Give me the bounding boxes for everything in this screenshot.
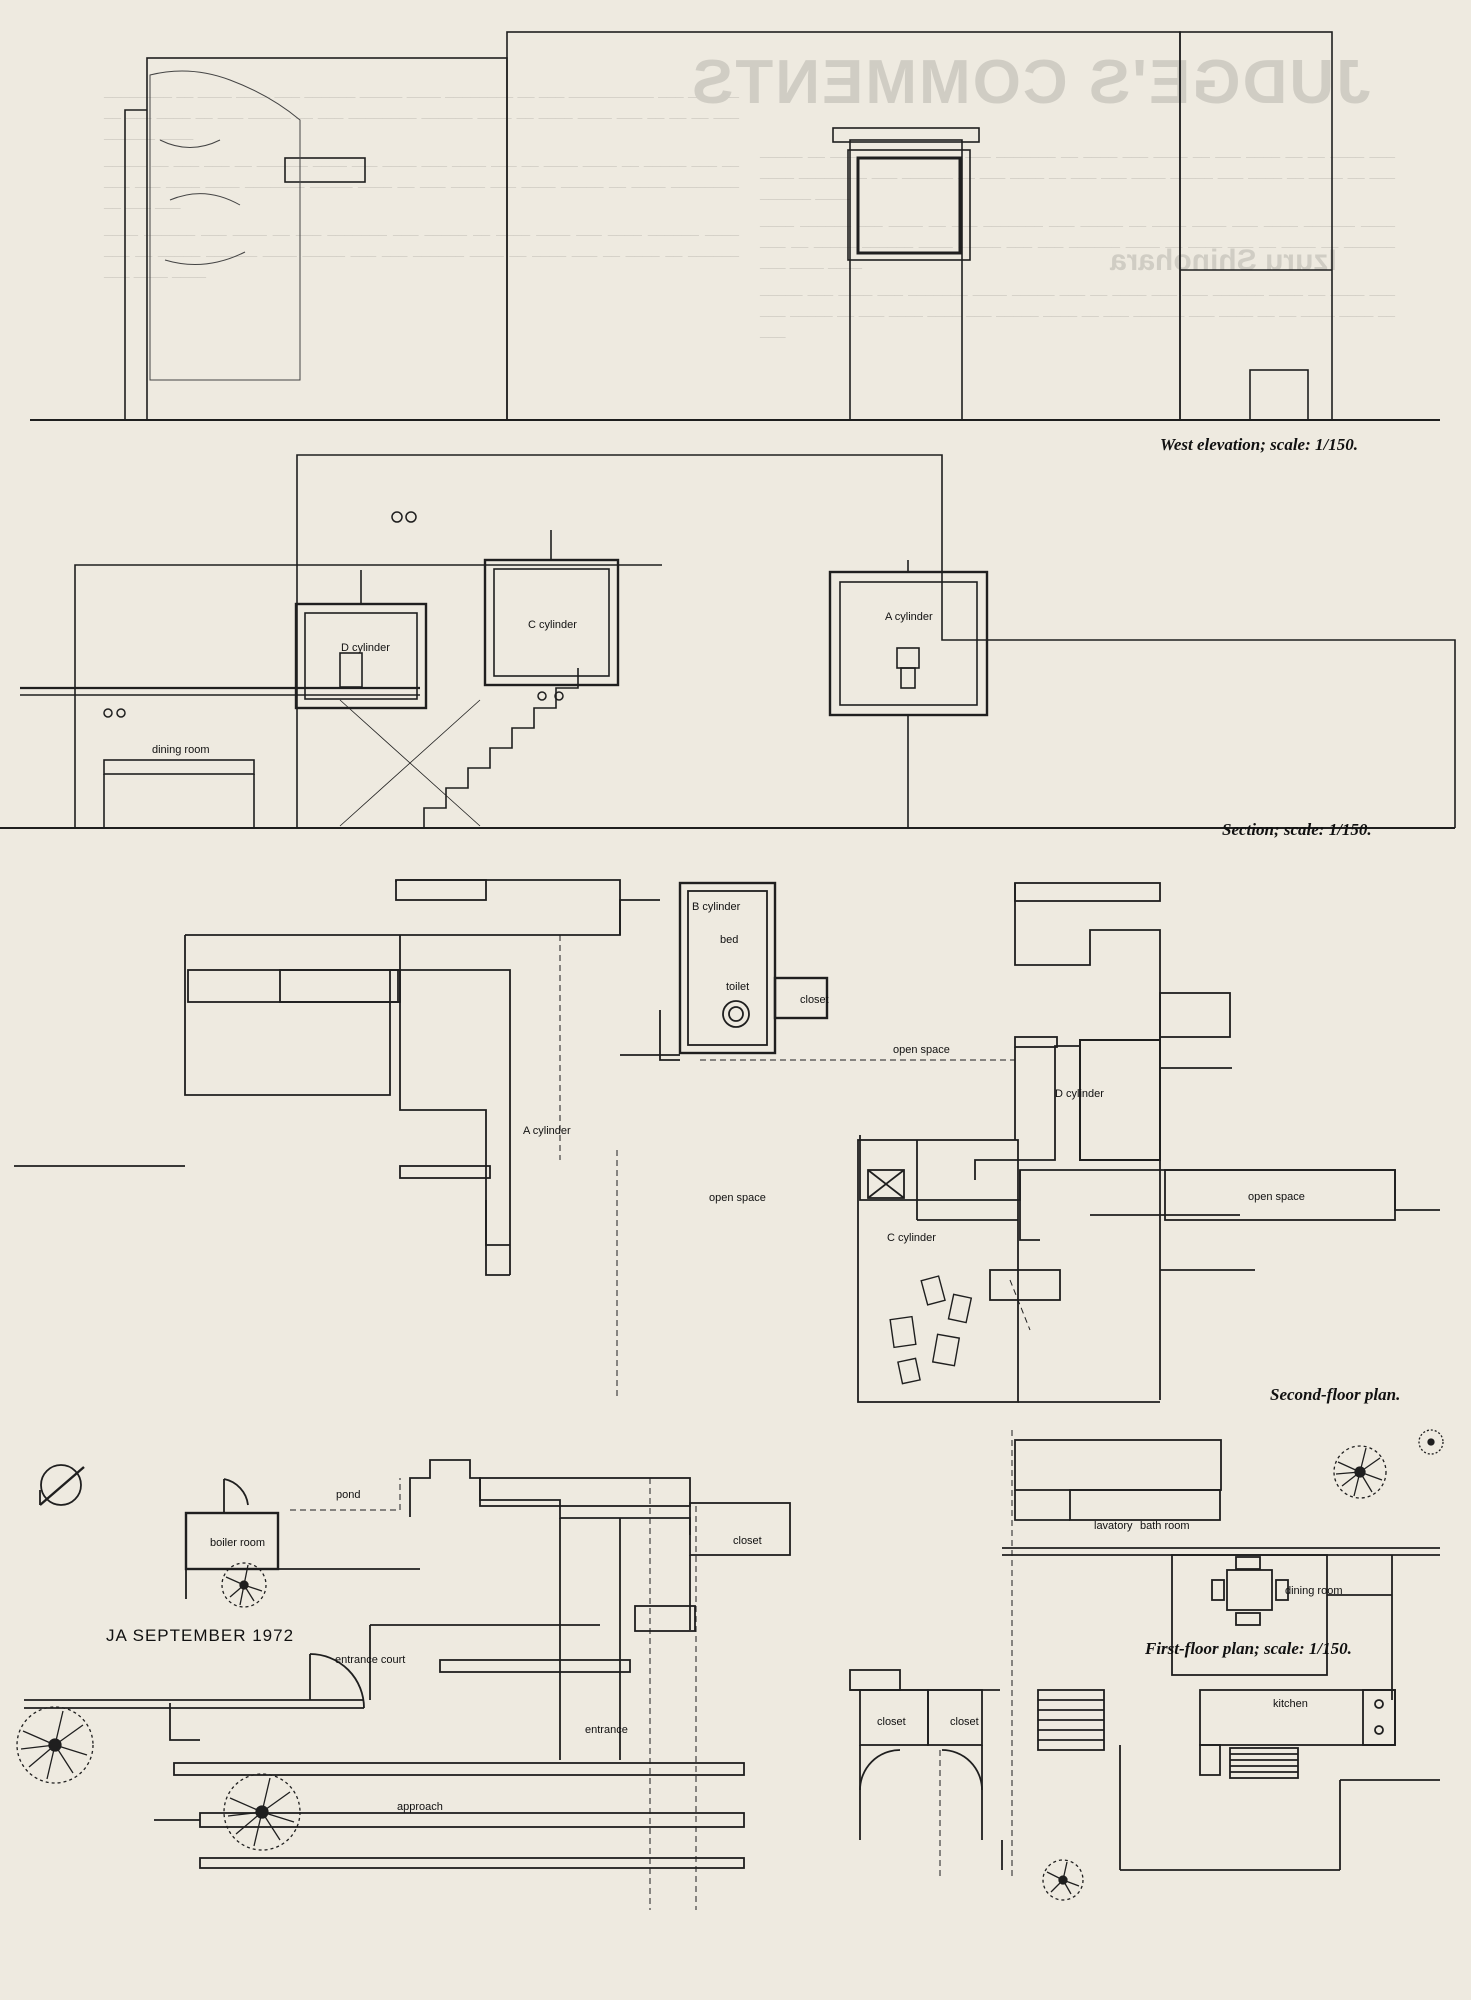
first-floor-plan-drawing [24, 1439, 1440, 1871]
second-floor-dashed-lines [559, 935, 1031, 1400]
caption-first-floor-plan: First-floor plan; scale: 1/150. [1145, 1639, 1352, 1658]
tree-symbols [16, 1429, 1444, 1901]
tree-symbol-1 [1333, 1445, 1387, 1499]
second-floor-label-bed: bed [720, 934, 738, 946]
first-floor-label-entrance: entrance [585, 1724, 628, 1736]
west-elevation-trees [149, 70, 301, 381]
first-floor-label-bath-room: bath room [1140, 1520, 1190, 1532]
first-floor-label-entrance-court: entrance court [335, 1654, 405, 1666]
tree-symbol-5 [223, 1773, 301, 1851]
tree-symbol-2 [1418, 1429, 1444, 1455]
second-floor-label-open-space-3: open space [1248, 1191, 1305, 1203]
first-floor-label-dining-room: dining room [1285, 1585, 1342, 1597]
caption-section: Section; scale: 1/150. [1222, 820, 1372, 839]
second-floor-label-d-cylinder: D cylinder [1055, 1088, 1104, 1100]
first-floor-label-lavatory: lavatory [1094, 1520, 1133, 1532]
section-label-c-cylinder: C cylinder [528, 619, 577, 631]
second-floor-label-open-space-2: open space [709, 1192, 766, 1204]
first-floor-label-closet-3: closet [950, 1716, 979, 1728]
section-fixtures [103, 511, 564, 718]
second-floor-plan-drawing [14, 879, 1440, 1403]
second-floor-furniture [889, 1275, 973, 1385]
second-floor-label-toilet: toilet [726, 981, 749, 993]
second-floor-label-c-cylinder: C cylinder [887, 1232, 936, 1244]
second-floor-label-closet: closet [800, 994, 829, 1006]
first-floor-label-pond: pond [336, 1489, 360, 1501]
caption-second-floor-plan: Second-floor plan. [1270, 1385, 1401, 1404]
first-floor-label-kitchen: kitchen [1273, 1698, 1308, 1710]
section-label-d-cylinder: D cylinder [341, 642, 390, 654]
west-elevation-drawing [30, 31, 1440, 421]
caption-west-elevation: West elevation; scale: 1/150. [1160, 435, 1358, 454]
tree-symbol-6 [1042, 1859, 1084, 1901]
issue-footer: JA SEPTEMBER 1972 [106, 1626, 295, 1645]
second-floor-label-b-cylinder: B cylinder [692, 901, 741, 913]
section-drawing [0, 454, 1456, 829]
tree-symbol-4 [16, 1706, 94, 1784]
first-floor-dashed-lines [290, 1430, 1013, 1910]
first-floor-label-closet-2: closet [877, 1716, 906, 1728]
second-floor-label-a-cylinder: A cylinder [523, 1125, 571, 1137]
second-floor-label-open-space-1: open space [893, 1044, 950, 1056]
tree-symbol-3 [221, 1562, 267, 1608]
first-floor-label-approach: approach [397, 1801, 443, 1813]
section-label-a-cylinder: A cylinder [885, 611, 933, 623]
first-floor-label-boiler-room: boiler room [210, 1537, 265, 1549]
section-label-dining-room: dining room [152, 744, 209, 756]
first-floor-label-closet-1: closet [733, 1535, 762, 1547]
